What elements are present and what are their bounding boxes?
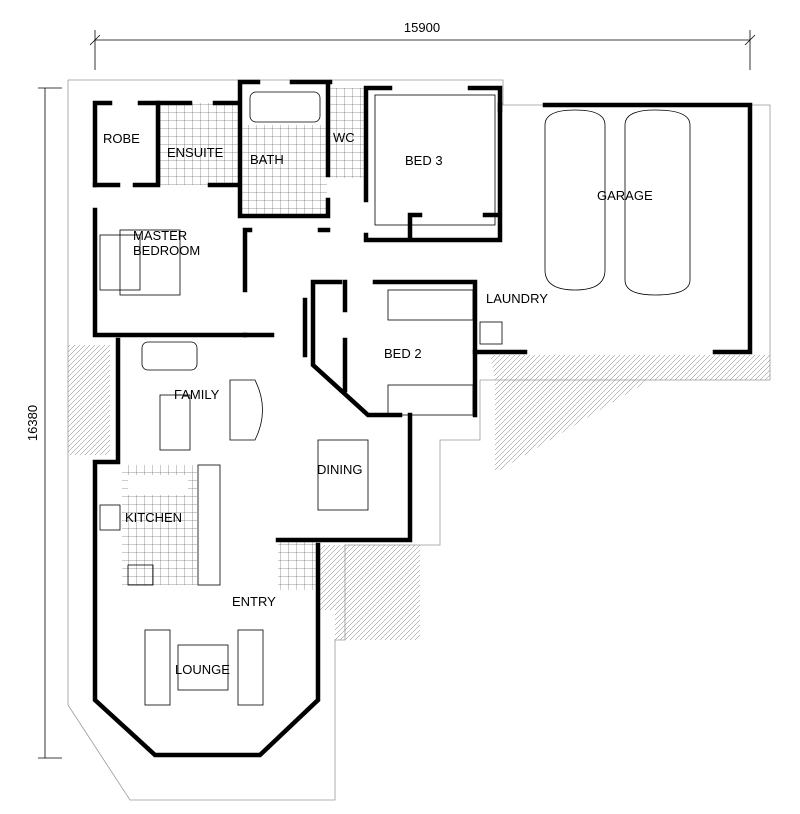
- room-label-lounge: LOUNGE: [175, 662, 230, 677]
- room-label-kitchen: KITCHEN: [125, 510, 182, 525]
- wc-tiles: [330, 88, 364, 178]
- room-label-entry: ENTRY: [232, 594, 276, 609]
- width-label: 15900: [404, 20, 440, 35]
- site-outline: [67, 79, 771, 801]
- paving: [68, 345, 770, 640]
- room-label-robe: ROBE: [103, 131, 140, 146]
- width-dimension: 15900: [89, 20, 756, 70]
- room-label-garage: GARAGE: [597, 188, 653, 203]
- room-label-wc: WC: [333, 130, 355, 145]
- room-label-bath: BATH: [250, 152, 284, 167]
- room-labels: ROBE ENSUITE BATH WC BED 3 GARAGE MASTER…: [103, 130, 653, 677]
- room-label-dining: DINING: [317, 462, 363, 477]
- room-label-bed-3: BED 3: [405, 153, 443, 168]
- bath-tiles: [242, 125, 327, 215]
- room-label-laundry: LAUNDRY: [486, 291, 548, 306]
- walls: [92, 79, 753, 758]
- height-dimension: 16380: [25, 87, 62, 759]
- furniture: [99, 91, 691, 706]
- height-label: 16380: [25, 405, 40, 441]
- entry-tiles: [278, 540, 318, 590]
- room-label-family: FAMILY: [174, 387, 220, 402]
- ensuite-tiles: [158, 103, 238, 185]
- room-label-master-line2: BEDROOM: [133, 243, 200, 258]
- room-label-master-line1: MASTER: [133, 228, 187, 243]
- room-label-ensuite: ENSUITE: [167, 145, 224, 160]
- room-label-bed-2: BED 2: [384, 346, 422, 361]
